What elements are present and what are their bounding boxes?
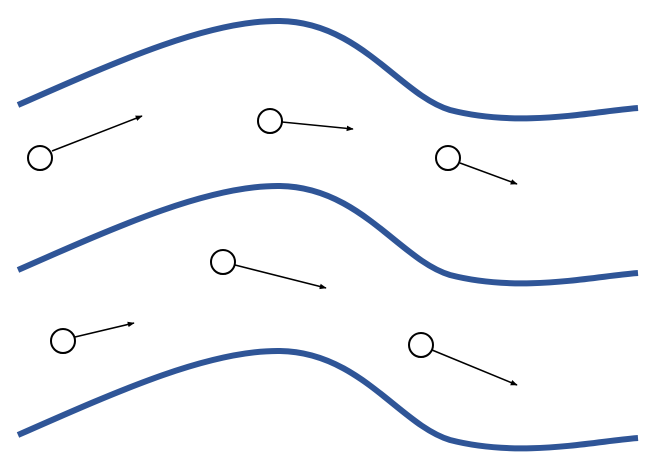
velocity-vector-6 — [431, 349, 518, 386]
particle-6 — [408, 332, 434, 358]
particle-3 — [435, 145, 461, 171]
streamlines-group — [16, 17, 639, 452]
streamline-bottom — [16, 347, 639, 452]
velocity-vector-5 — [74, 321, 135, 338]
particle-2 — [257, 108, 283, 134]
velocity-vector-4 — [234, 264, 327, 290]
particle-1 — [27, 145, 53, 171]
particle-4 — [210, 249, 236, 275]
velocity-vector-3 — [459, 162, 518, 185]
velocity-vector-1 — [51, 115, 143, 152]
particle-5 — [50, 328, 76, 354]
velocity-vector-2 — [281, 121, 354, 132]
particles-group — [27, 108, 461, 358]
velocity-vectors-group — [51, 115, 518, 386]
streamline-middle — [16, 182, 639, 287]
streamline-top — [16, 17, 639, 122]
